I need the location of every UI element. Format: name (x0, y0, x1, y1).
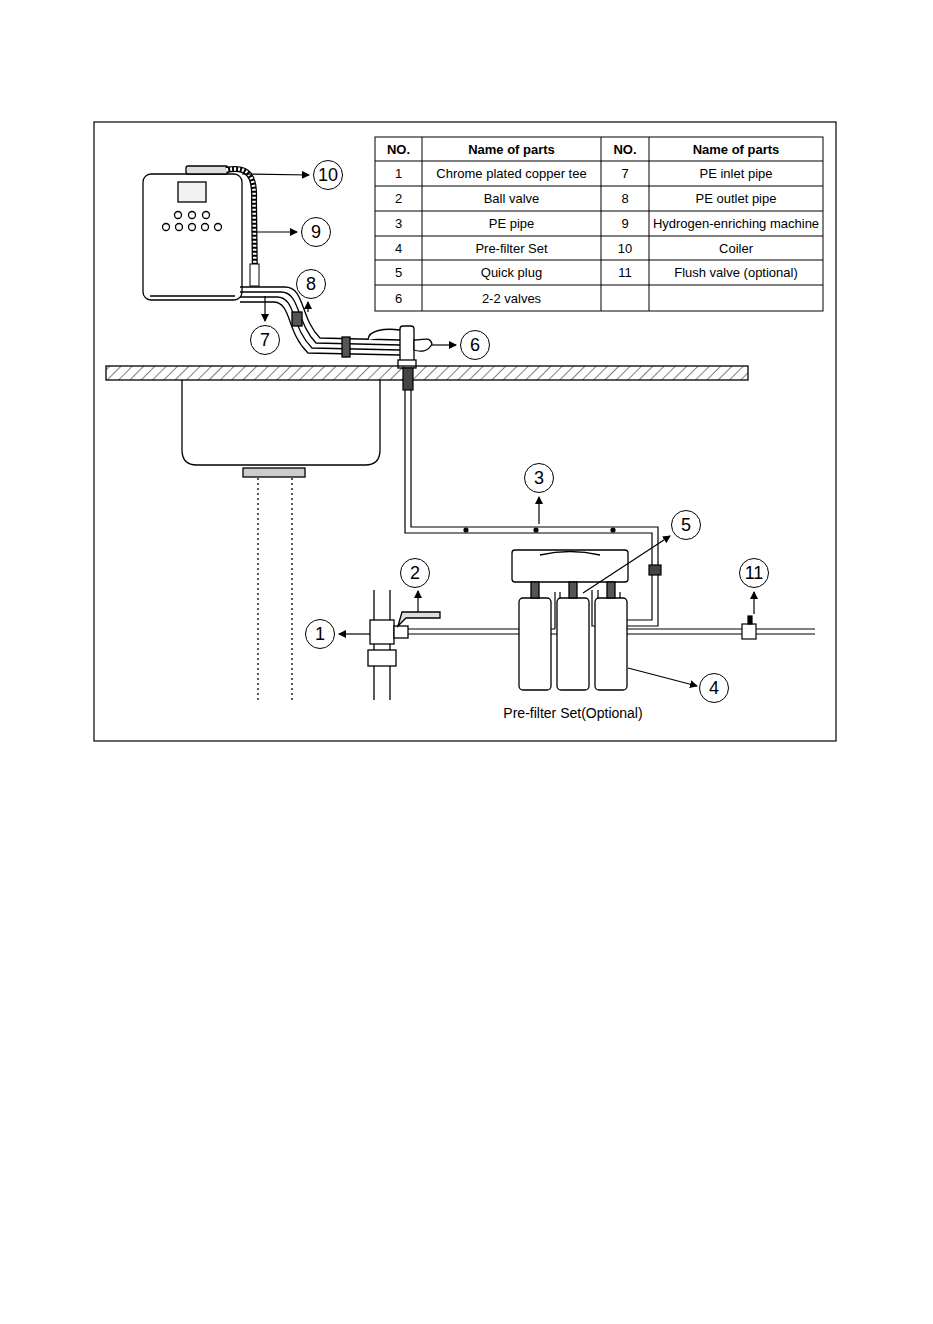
table-cell: 10 (602, 237, 648, 259)
callout-circle: 11 (739, 558, 769, 588)
table-cell: Ball valve (423, 187, 600, 210)
caption-label: Pre-filter Set(Optional) (501, 705, 644, 721)
callout-circle: 3 (524, 463, 554, 493)
part-name: Hydrogen-enriching machine (653, 217, 819, 230)
callout-number: 6 (470, 336, 480, 354)
pre-filter-set (512, 550, 628, 690)
sink (182, 380, 380, 700)
leader-lines (242, 174, 754, 686)
callout-circle: 10 (313, 160, 343, 190)
table-cell: Name of parts (423, 138, 600, 160)
table-cell: 1 (376, 162, 421, 185)
part-number: 8 (621, 192, 628, 205)
callout-number: 8 (306, 275, 316, 293)
part-number: 5 (395, 266, 402, 279)
callout-number: 3 (534, 469, 544, 487)
pe-pipes (240, 287, 400, 357)
countertop (106, 366, 748, 380)
table-cell: 8 (602, 187, 648, 210)
table-cell: 9 (602, 212, 648, 235)
callout-number: 10 (318, 166, 338, 184)
part-number: 9 (621, 217, 628, 230)
coiler-hose (226, 169, 255, 280)
callout-circle: 9 (301, 217, 331, 247)
table-header: Name of parts (693, 143, 780, 156)
callout-number: 1 (315, 625, 325, 643)
part-name: PE inlet pipe (700, 167, 773, 180)
part-name: Flush valve (optional) (674, 266, 798, 279)
part-name: PE outlet pipe (696, 192, 777, 205)
table-cell: 2 (376, 187, 421, 210)
parts-table-grid (375, 137, 823, 311)
part-name: Chrome plated copper tee (436, 167, 586, 180)
table-header: Name of parts (468, 143, 555, 156)
callout-circle: 5 (671, 510, 701, 540)
callout-number: 7 (260, 331, 270, 349)
part-number: 3 (395, 217, 402, 230)
callout-circle: 2 (400, 558, 430, 588)
part-number: 2 (395, 192, 402, 205)
part-name: Pre-filter Set (475, 242, 547, 255)
part-number: 10 (618, 242, 632, 255)
table-cell: 6 (376, 286, 421, 310)
hydrogen-machine (143, 166, 242, 300)
part-number: 6 (395, 292, 402, 305)
table-cell: Chrome plated copper tee (423, 162, 600, 185)
part-name: 2-2 valves (482, 292, 541, 305)
callout-circle: 7 (250, 325, 280, 355)
callout-circle: 1 (305, 619, 335, 649)
table-cell: 7 (602, 162, 648, 185)
table-cell: 5 (376, 261, 421, 284)
supply-pipe (368, 590, 440, 700)
callout-number: 4 (709, 679, 719, 697)
table-cell: PE pipe (423, 212, 600, 235)
callout-circle: 6 (460, 330, 490, 360)
faucet (368, 326, 432, 368)
table-cell: 11 (602, 261, 648, 284)
table-cell: Quick plug (423, 261, 600, 284)
table-header: NO. (387, 143, 410, 156)
callout-number: 2 (410, 564, 420, 582)
frame (94, 122, 836, 741)
table-header: NO. (613, 143, 636, 156)
table-cell: NO. (602, 138, 648, 160)
table-cell: 3 (376, 212, 421, 235)
table-cell: 2-2 valves (423, 286, 600, 310)
callout-circle: 8 (296, 269, 326, 299)
part-number: 1 (395, 167, 402, 180)
part-name: Coiler (719, 242, 753, 255)
part-name: PE pipe (489, 217, 535, 230)
part-name: Quick plug (481, 266, 542, 279)
callout-circle: 4 (699, 673, 729, 703)
callout-number: 9 (311, 223, 321, 241)
table-cell: PE inlet pipe (650, 162, 822, 185)
table-cell: Coiler (650, 237, 822, 259)
table-cell: 4 (376, 237, 421, 259)
table-cell: Flush valve (optional) (650, 261, 822, 284)
table-cell: NO. (376, 138, 421, 160)
table-cell: Name of parts (650, 138, 822, 160)
callout-number: 5 (681, 516, 691, 534)
table-cell: Pre-filter Set (423, 237, 600, 259)
part-number: 7 (621, 167, 628, 180)
filter-caption: Pre-filter Set(Optional) (503, 705, 642, 721)
table-cell: Hydrogen-enriching machine (650, 212, 822, 235)
part-name: Ball valve (484, 192, 540, 205)
part-number: 11 (618, 266, 632, 279)
callout-number: 11 (745, 564, 764, 582)
table-cell: PE outlet pipe (650, 187, 822, 210)
part-number: 4 (395, 242, 402, 255)
pe-pipe (403, 368, 661, 626)
